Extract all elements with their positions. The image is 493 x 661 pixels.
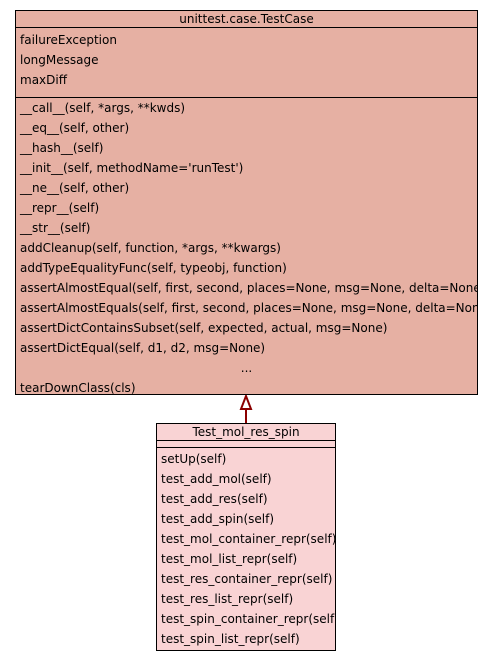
class-box-testcase[interactable]: unittest.case.TestCase failureException …: [15, 10, 478, 395]
class-box-test-mol-res-spin[interactable]: Test_mol_res_spin setUp(self) test_add_m…: [156, 423, 336, 651]
method: __hash__(self): [20, 141, 104, 155]
method: tearDownClass(cls): [20, 381, 136, 395]
method: assertDictContainsSubset(self, expected,…: [20, 321, 388, 335]
method: test_res_list_repr(self): [161, 592, 294, 606]
attributes-section: failureException longMessage maxDiff: [16, 28, 477, 98]
inheritance-arrowhead: [239, 393, 253, 410]
ellipsis: ...: [240, 361, 253, 375]
method: test_res_container_repr(self): [161, 572, 333, 586]
method: __ne__(self, other): [20, 181, 130, 195]
method: setUp(self): [161, 452, 227, 466]
method: addTypeEqualityFunc(self, typeobj, funct…: [20, 261, 287, 275]
method: assertAlmostEquals(self, first, second, …: [20, 301, 477, 315]
class-name: unittest.case.TestCase: [16, 11, 477, 28]
method: addCleanup(self, function, *args, **kwar…: [20, 241, 281, 255]
method: __eq__(self, other): [20, 121, 130, 135]
method: __str__(self): [20, 221, 91, 235]
method: test_add_mol(self): [161, 472, 272, 486]
methods-section: __call__(self, *args, **kwds) __eq__(sel…: [16, 98, 477, 398]
method: __init__(self, methodName='runTest'): [20, 161, 244, 175]
method: __repr__(self): [20, 201, 100, 215]
method: assertDictEqual(self, d1, d2, msg=None): [20, 341, 266, 355]
method: test_add_res(self): [161, 492, 268, 506]
attribute: maxDiff: [20, 73, 67, 87]
method: assertAlmostEqual(self, first, second, p…: [20, 281, 477, 295]
method: test_mol_list_repr(self): [161, 552, 298, 566]
method: test_add_spin(self): [161, 512, 274, 526]
method: __call__(self, *args, **kwds): [20, 101, 186, 115]
attribute: longMessage: [20, 53, 99, 67]
method: test_spin_list_repr(self): [161, 632, 300, 646]
attribute: failureException: [20, 33, 117, 47]
attributes-section: [157, 441, 335, 448]
method: test_mol_container_repr(self): [161, 532, 335, 546]
method: test_spin_container_repr(self): [161, 612, 335, 626]
class-name: Test_mol_res_spin: [157, 424, 335, 441]
methods-section: setUp(self) test_add_mol(self) test_add_…: [157, 448, 335, 649]
